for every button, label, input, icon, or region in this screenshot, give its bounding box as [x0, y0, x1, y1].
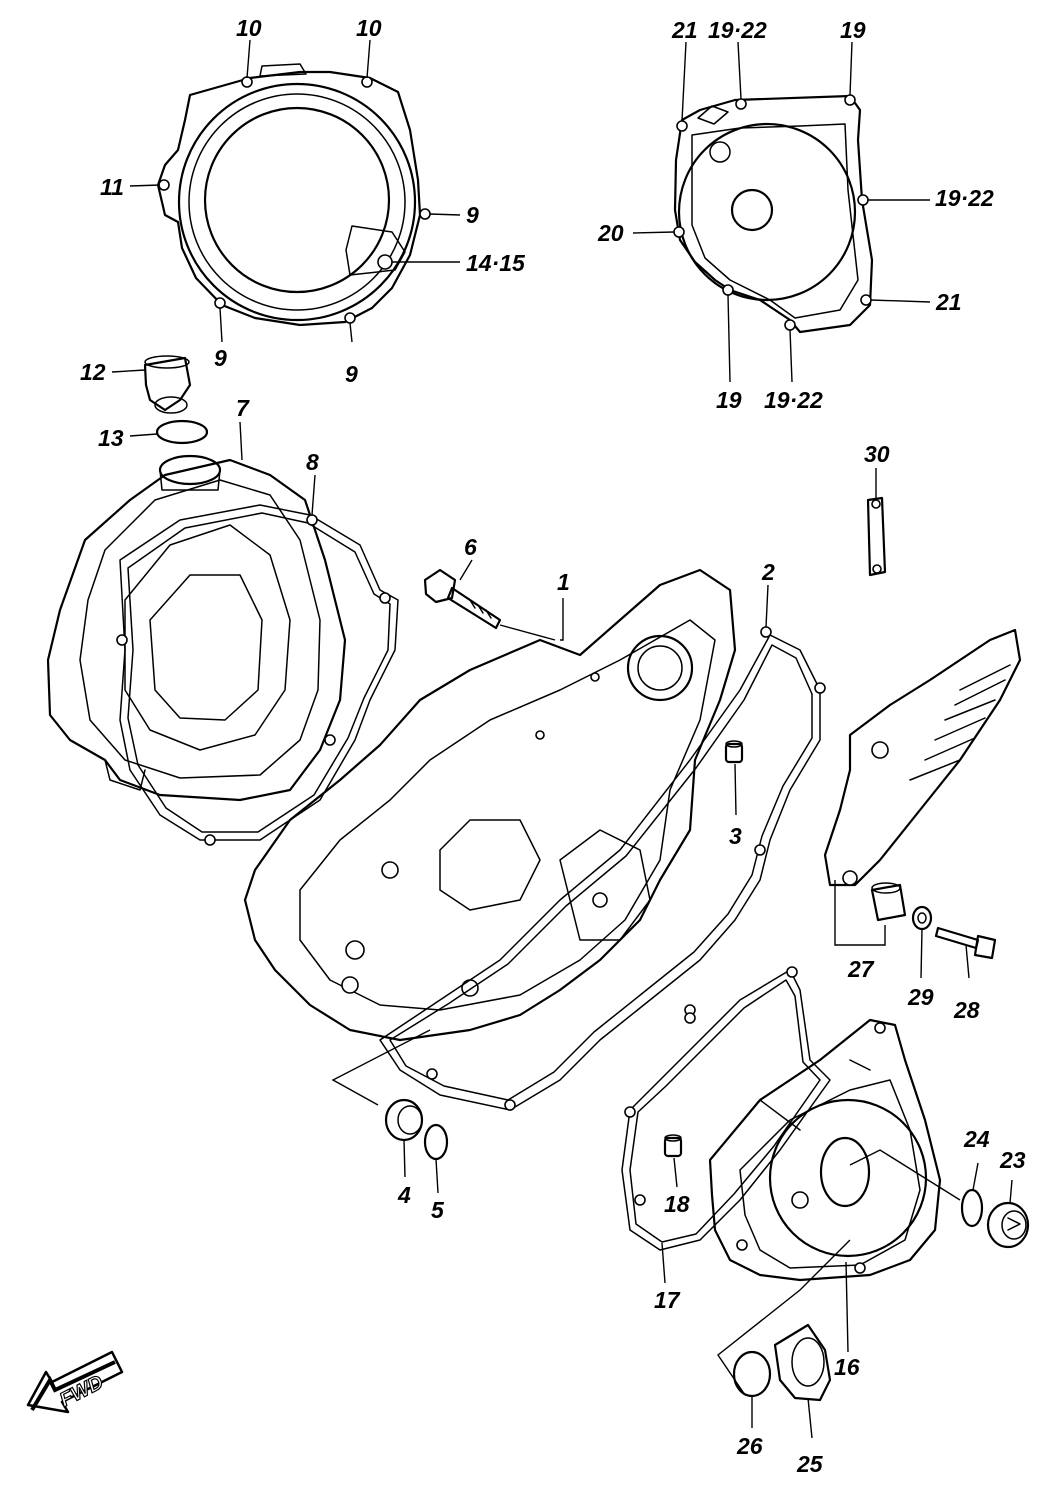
plug-25	[773, 1323, 832, 1402]
crankcase-cover	[243, 568, 737, 1042]
o-ring-24	[960, 1188, 984, 1228]
callout-28: 28	[953, 997, 980, 1023]
callout-9-bottom-right: 9	[345, 361, 358, 387]
oil-filler-cap	[143, 355, 192, 414]
callout-19-22-right: 19·22	[935, 185, 994, 211]
crankcase-gasket	[379, 626, 826, 1111]
callout-9-bottom-left: 9	[214, 345, 227, 371]
oil-seal-4	[384, 1098, 424, 1142]
callout-3: 3	[729, 823, 742, 849]
callout-19-22-top: 19·22	[708, 17, 767, 43]
callout-23: 23	[999, 1147, 1026, 1173]
callout-19-bottom: 19	[716, 387, 742, 413]
callout-13: 13	[98, 425, 124, 451]
callout-29: 29	[907, 984, 934, 1010]
callout-11: 11	[100, 174, 124, 200]
generator-gasket	[621, 966, 831, 1251]
callout-18: 18	[664, 1191, 690, 1217]
callout-24: 24	[963, 1126, 990, 1152]
callout-1: 1	[557, 569, 570, 595]
callout-19-22-bottom: 19·22	[764, 387, 823, 413]
bolt-6	[423, 568, 502, 630]
washer-29	[911, 905, 933, 931]
callout-16: 16	[834, 1354, 860, 1380]
callout-10-right: 10	[356, 15, 382, 41]
clamp-30	[866, 496, 887, 577]
o-ring-26	[732, 1350, 772, 1398]
dowel-pin-18	[663, 1134, 683, 1158]
callout-21-top: 21	[671, 17, 698, 43]
bolt-28	[934, 926, 997, 960]
generator-cover-lower	[708, 1018, 942, 1282]
callout-7: 7	[236, 395, 250, 421]
fwd-direction-arrow: FWD	[26, 1350, 124, 1414]
callout-21-right: 21	[935, 289, 962, 315]
clutch-cover-gasket	[116, 504, 399, 846]
callout-26: 26	[736, 1433, 763, 1459]
circlip-5	[423, 1123, 449, 1161]
sprocket-cover	[823, 628, 1022, 887]
plug-23	[986, 1201, 1030, 1249]
callout-6: 6	[464, 534, 477, 560]
callout-8: 8	[306, 449, 319, 475]
callout-5: 5	[431, 1197, 445, 1223]
callout-19-top: 19	[840, 17, 866, 43]
callout-12: 12	[80, 359, 106, 385]
callout-2: 2	[761, 559, 775, 585]
callout-17: 17	[654, 1287, 681, 1313]
dowel-pin-3	[724, 740, 744, 764]
generator-cover	[673, 94, 874, 334]
leader-lines	[111, 39, 1013, 1439]
callout-10-left: 10	[236, 15, 262, 41]
callout-20: 20	[597, 220, 624, 246]
clutch-cover-casting	[46, 454, 347, 802]
callout-27: 27	[847, 956, 875, 982]
callout-25: 25	[796, 1451, 824, 1477]
callout-4: 4	[397, 1182, 411, 1208]
spacer-27	[870, 882, 907, 922]
callout-30: 30	[864, 441, 890, 467]
callout-9-right: 9	[466, 202, 479, 228]
callout-labels: 10 10 11 9 14·15 9 9 12 13 7 8 6 1 2 3 3…	[80, 15, 1026, 1477]
o-ring-13	[155, 419, 209, 445]
clutch-cover	[156, 63, 431, 327]
callout-14-15: 14·15	[466, 250, 526, 276]
